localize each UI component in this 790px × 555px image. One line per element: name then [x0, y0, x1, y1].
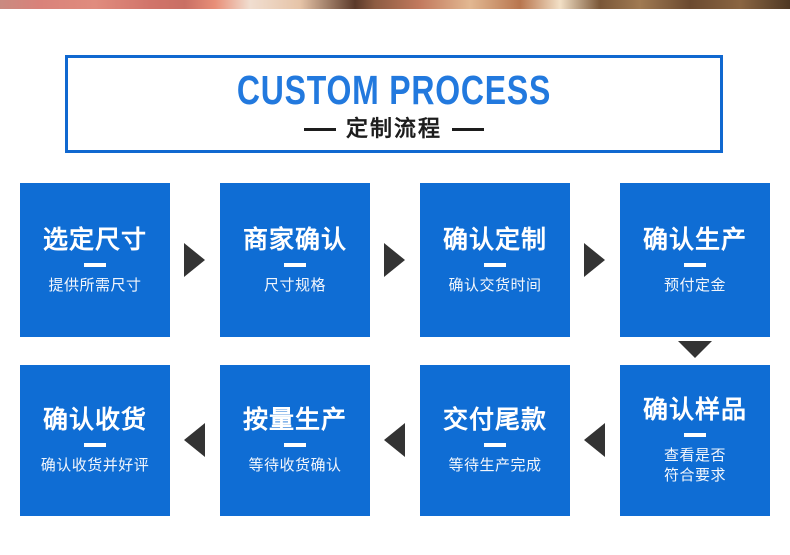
- process-step-5[interactable]: 确认样品 查看是否 符合要求: [620, 365, 770, 516]
- process-step-7[interactable]: 按量生产 等待收货确认: [220, 365, 370, 516]
- step-title: 商家确认: [242, 225, 347, 254]
- step-divider-icon: [84, 262, 106, 267]
- title-frame: CUSTOM PROCESS 定制流程: [65, 55, 723, 153]
- process-step-1[interactable]: 选定尺寸 提供所需尺寸: [20, 183, 170, 337]
- step-subtitle: 预付定金: [663, 276, 726, 294]
- title-chinese: 定制流程: [345, 116, 442, 141]
- step-title: 确认生产: [642, 225, 747, 254]
- step-title: 交付尾款: [442, 406, 547, 434]
- step-subtitle: 等待收货确认: [248, 457, 342, 474]
- dash-left-icon: [303, 127, 336, 131]
- step-title: 确认定制: [442, 225, 547, 254]
- step-divider-icon: [484, 262, 506, 267]
- arrow-left-icon: [384, 423, 405, 457]
- process-row-2: 确认收货 确认收货并好评 按量生产 等待收货确认 交付尾款 等待生产完成 确认样…: [0, 365, 790, 516]
- step-divider-icon: [284, 443, 306, 447]
- process-step-4[interactable]: 确认生产 预付定金: [620, 183, 770, 337]
- arrow-right-icon: [384, 243, 405, 277]
- step-title: 按量生产: [242, 406, 347, 434]
- process-step-6[interactable]: 交付尾款 等待生产完成: [420, 365, 570, 516]
- step-subtitle: 等待生产完成: [448, 457, 542, 474]
- step-divider-icon: [684, 262, 706, 267]
- step-subtitle: 确认交货时间: [448, 276, 542, 294]
- title-chinese-row: 定制流程: [68, 116, 720, 142]
- step-subtitle: 提供所需尺寸: [48, 276, 142, 294]
- arrow-left-icon: [584, 423, 605, 457]
- step-title: 选定尺寸: [42, 225, 147, 254]
- step-divider-icon: [484, 443, 506, 447]
- process-step-3[interactable]: 确认定制 确认交货时间: [420, 183, 570, 337]
- title-english: CUSTOM PROCESS: [236, 67, 552, 113]
- process-row-1: 选定尺寸 提供所需尺寸 商家确认 尺寸规格 确认定制 确认交货时间 确认生产 预…: [0, 183, 790, 337]
- step-subtitle: 尺寸规格: [263, 276, 326, 294]
- arrow-right-icon: [184, 243, 205, 277]
- process-step-8[interactable]: 确认收货 确认收货并好评: [20, 365, 170, 516]
- step-divider-icon: [284, 262, 306, 267]
- top-photo-strip: [0, 0, 790, 9]
- step-divider-icon: [684, 433, 706, 437]
- dash-right-icon: [452, 127, 484, 131]
- process-step-2[interactable]: 商家确认 尺寸规格: [220, 183, 370, 337]
- step-divider-icon: [84, 443, 106, 447]
- step-subtitle: 确认收货并好评: [40, 457, 150, 474]
- arrow-right-icon: [584, 243, 605, 277]
- step-title: 确认样品: [642, 396, 747, 424]
- step-title: 确认收货: [42, 406, 147, 434]
- arrow-left-icon: [184, 423, 205, 457]
- step-subtitle: 查看是否 符合要求: [663, 447, 726, 484]
- arrow-down-icon: [678, 341, 712, 358]
